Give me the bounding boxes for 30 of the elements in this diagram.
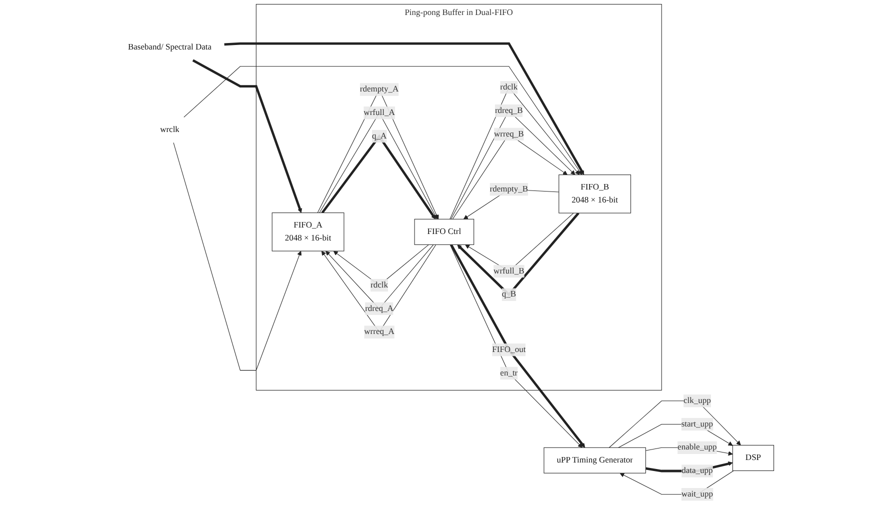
edge-label: q_B [502, 290, 516, 299]
edge-label: start_upp [681, 419, 713, 428]
edge-label: enable_upp [678, 442, 717, 452]
edge-label: rdempty_A [360, 84, 399, 94]
node-box: DSP [732, 444, 774, 471]
edge-label: wrreq_B [494, 129, 524, 138]
node-box: FIFO Ctrl [414, 218, 474, 245]
edge-label: data_upp [682, 466, 713, 476]
edge-label: wrfull_A [364, 108, 395, 118]
edge-label: wrreq_A [364, 327, 394, 336]
node-text: wrclk [160, 125, 180, 134]
arrow [184, 66, 582, 175]
edge-label: FIFO_out [492, 345, 526, 354]
edge-label: rdreq_B [494, 106, 523, 116]
arrow [224, 42, 584, 175]
arrow [192, 59, 302, 213]
node-box: uPP Timing Generator [544, 447, 646, 474]
node-box: FIFO_A 2048 × 16-bit [272, 212, 344, 252]
edge-label: rdreq_A [365, 304, 394, 313]
edge-label: clk_upp [683, 396, 711, 406]
edge-label: wait_upp [681, 490, 713, 499]
edge-label: rdempty_B [490, 184, 528, 194]
edge-label: rdclk [500, 82, 518, 92]
node-box: FIFO_B 2048 × 16-bit [558, 174, 632, 214]
edge-label: q_A [372, 131, 387, 141]
arrow [173, 142, 302, 371]
edge-label: rdclk [370, 280, 388, 290]
node-text: Baseband/ Spectral Data [128, 42, 212, 52]
edge-label: wrfull_B [494, 266, 524, 276]
edge-label: en_tr [500, 368, 518, 378]
